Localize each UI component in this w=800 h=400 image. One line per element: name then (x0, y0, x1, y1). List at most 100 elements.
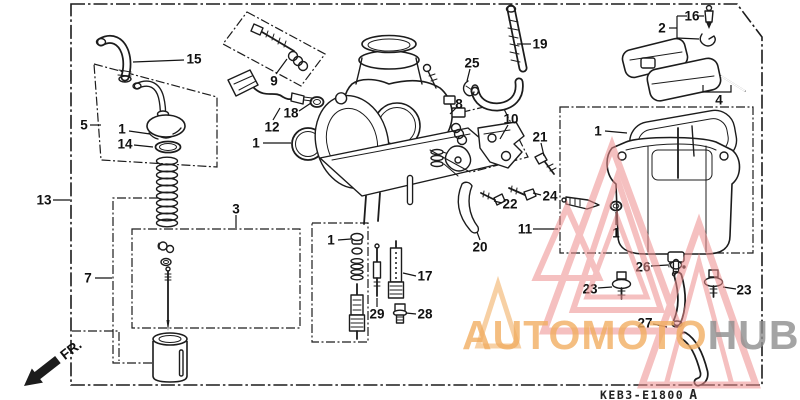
fr-label: FR. (57, 336, 85, 362)
leader-line-25 (466, 68, 471, 82)
watermark-triangle (531, 199, 604, 281)
part-10-bracket (477, 121, 525, 169)
part-label-27: 27 (637, 316, 652, 331)
part-17-main-jet-holder (387, 240, 405, 299)
watermark-layer (474, 135, 761, 389)
carburetor-body (314, 34, 509, 225)
part-label-5: 5 (80, 118, 88, 133)
border-layer (70, 3, 763, 386)
leader-line-20 (476, 231, 481, 241)
part-2-floats (621, 37, 722, 102)
leader-line-8 (449, 107, 457, 115)
part-label-1c: 1 (327, 233, 335, 248)
part-1-top-cap (132, 80, 186, 140)
part-label-14: 14 (117, 137, 133, 152)
part-4-float-pin (720, 75, 746, 92)
leader-line-17 (402, 272, 417, 277)
group-box-6 (311, 222, 369, 343)
leader-line-21 (540, 142, 545, 157)
part-label-2: 2 (658, 21, 666, 36)
part-label-17: 17 (417, 269, 432, 284)
part-label-1d: 1 (594, 124, 602, 139)
leader-line-15 (132, 59, 185, 63)
part-25-clip (462, 80, 475, 97)
part-29-needle-jet (372, 243, 382, 297)
diagram-code-main: KEB3-E1800 (600, 388, 684, 400)
part-label-7: 7 (84, 271, 92, 286)
leader-line-23b (722, 286, 737, 290)
part-23-screw-left (611, 271, 632, 300)
part-8-choke-parts (444, 122, 472, 172)
leader-line-9 (275, 58, 288, 75)
part-label-15: 15 (186, 52, 202, 67)
group-box-3 (131, 228, 301, 329)
part-label-16: 16 (684, 9, 700, 24)
leader-line-24 (532, 192, 542, 196)
diagram-border (70, 3, 763, 386)
watermark-triangle-orange (474, 275, 522, 349)
part-jet-needle (164, 266, 172, 331)
part-12-sensor (227, 69, 313, 105)
part-9-pilot-screw (250, 23, 309, 72)
leader-line-10 (499, 124, 509, 140)
part-label-10: 10 (503, 112, 518, 127)
group-box-9 (222, 11, 326, 87)
watermark-triangle (568, 168, 666, 313)
part-label-18: 18 (283, 106, 299, 121)
leader-line-1c (337, 238, 352, 241)
part-label-1a: 1 (118, 122, 126, 137)
part-16-float-valve (699, 4, 716, 47)
part-label-22: 22 (502, 197, 517, 212)
watermark-triangle (662, 252, 736, 388)
part-21-screw (534, 152, 557, 175)
group-bracket-7 (112, 197, 158, 364)
leader-line-2 (676, 37, 700, 40)
watermark-triangle (583, 209, 651, 300)
leader-line-28 (405, 312, 417, 315)
part-throttle-slide (152, 332, 188, 383)
leader-line-4 (702, 85, 732, 93)
fr-arrow-head (24, 368, 43, 386)
leader-line-22 (493, 200, 503, 204)
part-label-24: 24 (542, 189, 558, 204)
part-label-20: 20 (472, 240, 487, 255)
part-20-lever-arm (429, 149, 480, 234)
leader-line-1a (128, 130, 151, 135)
part-label-1b: 1 (252, 136, 260, 151)
watermark-triangle (538, 135, 686, 335)
part-14-oring (154, 140, 182, 154)
leader-line-18 (298, 102, 312, 112)
part-label-25: 25 (464, 56, 480, 71)
part-label-1e: 1 (612, 226, 620, 241)
watermark-text-primary: AUTOMOTO (462, 312, 708, 358)
part-label-13: 13 (36, 193, 52, 208)
leader-line-12 (272, 107, 281, 121)
part-label-9: 9 (270, 74, 278, 89)
diagram-code-suffix: A (689, 388, 698, 400)
part-label-19: 19 (532, 37, 547, 52)
part-label-4: 4 (715, 93, 723, 108)
part-18-seal-ring (309, 96, 325, 108)
border-step (72, 330, 120, 361)
watermark-text: AUTOMOTOHUB (462, 312, 799, 358)
part-label-12: 12 (264, 120, 279, 135)
part-label-21: 21 (532, 130, 548, 145)
diagram-code: KEB3-E1800 A (600, 388, 699, 400)
part-needle-clip-set (157, 241, 175, 267)
part-label-28: 28 (417, 307, 433, 322)
part-label-3: 3 (232, 202, 240, 217)
leader-line-23a (597, 286, 613, 289)
part-6-jet-set (348, 232, 366, 340)
part-throttle-spring (155, 156, 179, 228)
part-label-11: 11 (518, 222, 533, 237)
fr-arrow-shaft (33, 355, 61, 380)
part-24-screw (508, 185, 537, 201)
part-label-23b: 23 (736, 283, 752, 298)
group-box-5 (93, 63, 218, 168)
artwork-layer (95, 4, 746, 387)
watermark-text-secondary: HUB (708, 312, 800, 358)
part-label-29: 29 (369, 307, 384, 322)
part-label-8: 8 (455, 97, 463, 112)
